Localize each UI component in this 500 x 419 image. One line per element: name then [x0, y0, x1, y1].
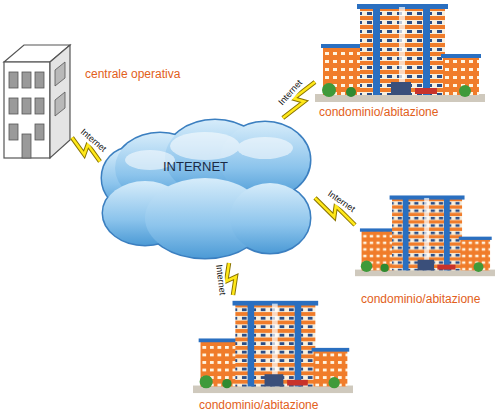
apartment-building [315, 4, 485, 102]
lightning-link [226, 263, 236, 295]
link-label: Internet [213, 264, 227, 298]
place-label: centrale operativa [85, 68, 180, 82]
cloud-shape [100, 118, 315, 263]
apartment-building [355, 195, 495, 276]
building-node: condominio/abitazione [193, 295, 353, 397]
operations-building [4, 45, 70, 158]
cloud-label: INTERNET [163, 160, 228, 175]
place-label: condominio/abitazione [319, 106, 438, 120]
operations-center: centrale operativa [2, 40, 72, 162]
place-label: condominio/abitazione [361, 293, 480, 307]
building-node: condominio/abitazione [355, 185, 495, 285]
place-label: condominio/abitazione [199, 399, 318, 413]
internet-cloud: INTERNET [100, 118, 315, 263]
apartment-building [193, 301, 353, 393]
building-node: condominio/abitazione [315, 2, 485, 102]
